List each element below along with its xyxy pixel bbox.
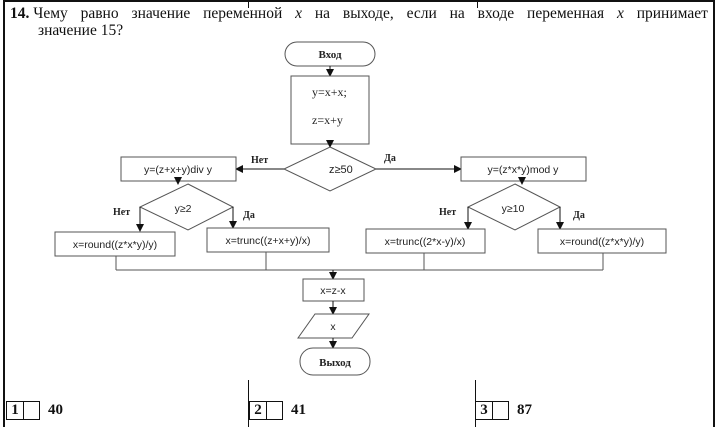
answer-checkbox-3[interactable]: 3 — [475, 401, 509, 420]
no-label-left: Нет — [113, 207, 130, 218]
answer-value-1: 40 — [48, 402, 63, 418]
answer-option-3[interactable]: 3 87 — [475, 401, 532, 420]
decision-left — [138, 183, 235, 231]
answer-mark-cell[interactable] — [493, 402, 508, 419]
no-label-right: Нет — [439, 207, 456, 218]
left-yes-label: x=trunc((z+x+y)/x) — [226, 235, 311, 247]
answer-option-2[interactable]: 2 41 — [249, 401, 306, 420]
assignment-block — [290, 75, 370, 145]
yes-label-main: Да — [384, 153, 396, 164]
output-label: x — [330, 321, 336, 333]
answer-options: 1 40 2 41 3 87 — [0, 380, 720, 427]
end-terminal — [299, 347, 371, 376]
column-divider — [248, 0, 249, 8]
right-yes-label: x=round((z*x*y)/y) — [560, 236, 644, 248]
assign2-label: z=x+y — [312, 113, 343, 127]
question-text: 14. Чему равно значение переменной x на … — [10, 5, 708, 39]
start-label: Вход — [318, 49, 341, 61]
yes-label-right: Да — [573, 210, 585, 221]
variable-x: x — [616, 5, 624, 22]
column-divider — [477, 0, 478, 8]
answer-option-1[interactable]: 1 40 — [6, 401, 63, 420]
page-border-top — [3, 0, 715, 2]
right-no-block — [365, 228, 486, 254]
question-line-2: значение 15? — [38, 22, 124, 39]
answer-mark-cell[interactable] — [267, 402, 282, 419]
left-no-block — [54, 231, 176, 257]
left-no-label: x=round((z*x*y)/y) — [73, 239, 157, 251]
end-label: Выход — [319, 357, 351, 369]
question-line-1: 14. Чему равно значение переменной x на … — [10, 5, 708, 22]
right-yes-block — [537, 228, 667, 254]
answer-value-2: 41 — [291, 402, 306, 418]
answer-value-3: 87 — [517, 402, 532, 418]
left-yes-block — [206, 227, 330, 253]
decision-main — [282, 146, 378, 192]
no-label-main: Нет — [251, 155, 268, 166]
decision-right — [466, 183, 562, 231]
final-assign-label: x=z-x — [320, 285, 346, 297]
assign1-label: y=x+x; — [312, 85, 347, 99]
answer-checkbox-2[interactable]: 2 — [249, 401, 283, 420]
right-no-label: x=trunc((2*x-y)/x) — [385, 236, 466, 248]
yes-label-left: Да — [243, 210, 255, 221]
answer-divider — [248, 380, 249, 427]
question-number: 14. — [10, 5, 30, 22]
right-assign-label: y=(z*x*y)mod y — [488, 164, 560, 176]
page-border-right — [713, 0, 715, 427]
cond-left-label: y≥2 — [175, 203, 192, 215]
cond-right-label: y≥10 — [502, 203, 525, 215]
cond-main-label: z≥50 — [329, 164, 353, 176]
answer-mark-cell[interactable] — [24, 402, 39, 419]
left-assign-label: y=(z+x+y)div y — [144, 164, 213, 176]
output-block — [297, 313, 370, 339]
page-border-left — [3, 0, 5, 427]
variable-x: x — [295, 5, 302, 22]
answer-checkbox-1[interactable]: 1 — [6, 401, 40, 420]
